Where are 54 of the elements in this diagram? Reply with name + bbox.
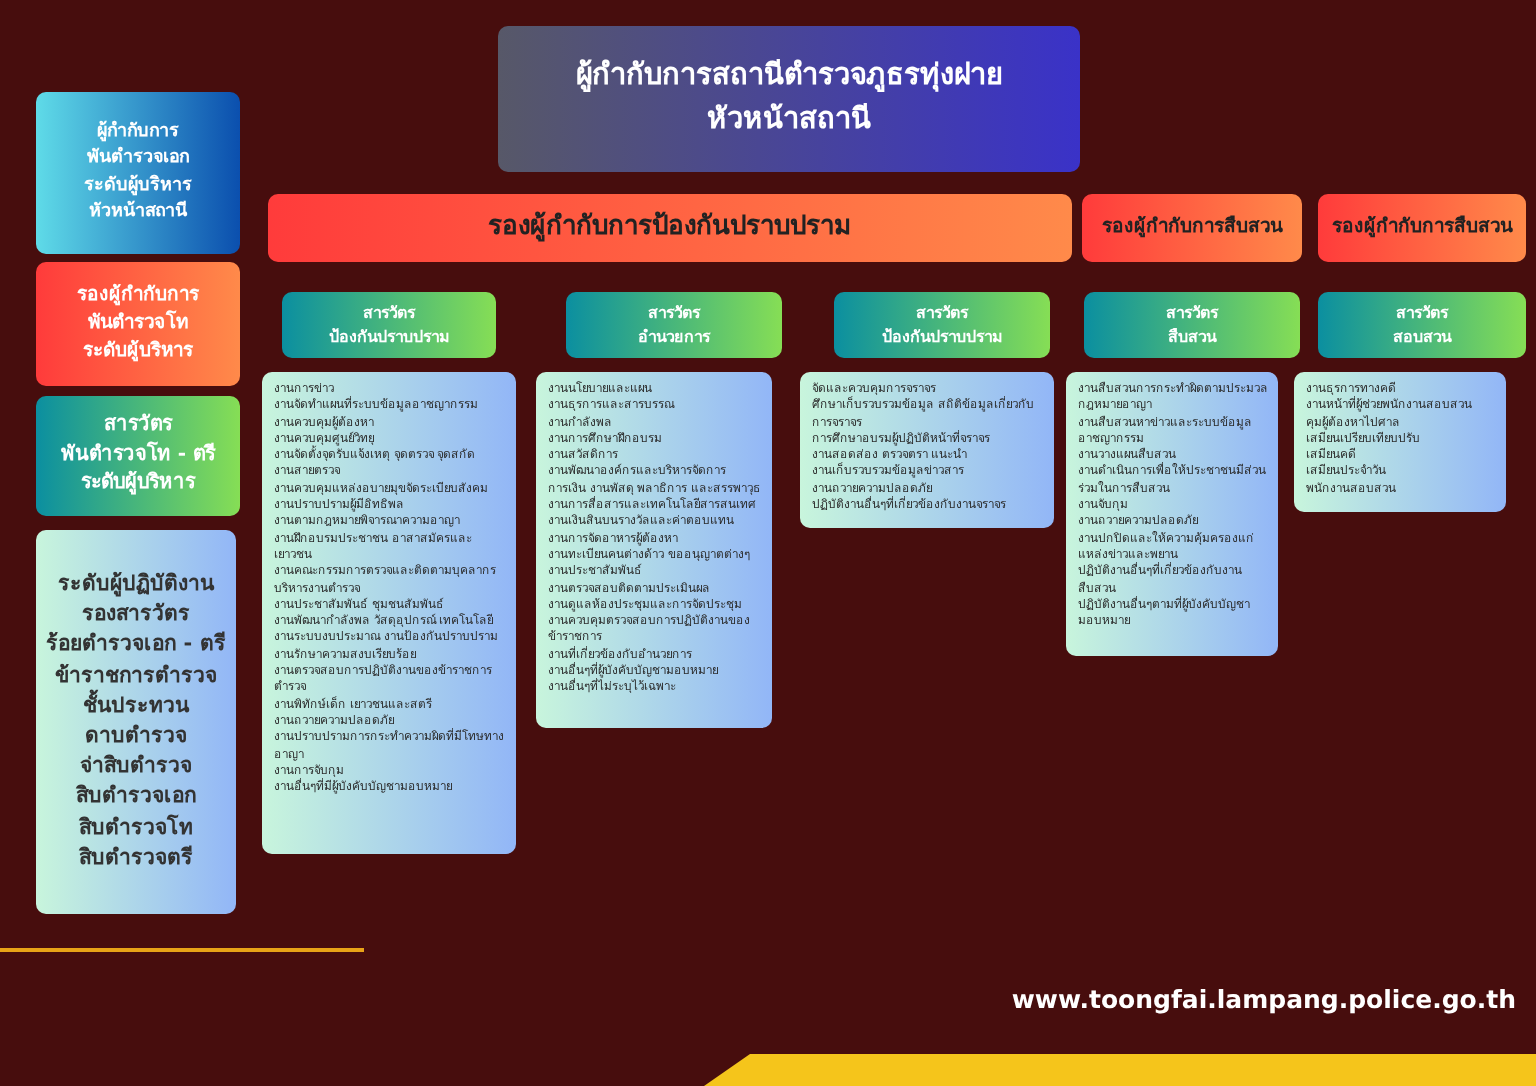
duty-list-card [800, 372, 1054, 528]
position-title: สิบตำรวจเอก [76, 782, 196, 813]
position-title: ดาบตำรวจ [85, 722, 187, 752]
rank-box [36, 262, 240, 386]
website-address: www.toongfai.lampang.police.go.th [1011, 984, 1516, 1014]
deputy-box [1318, 194, 1526, 262]
position-title: หัวหน้าสถานี [89, 199, 187, 226]
position-title: อำนวยการ [638, 325, 710, 349]
position-title: ระดับผู้บริหาร [81, 470, 195, 499]
chief-box [498, 26, 1080, 172]
position-title: รองผู้กำกับการสืบสวน [1102, 214, 1282, 242]
inspector-box [834, 292, 1050, 358]
inspector-box [1318, 292, 1526, 358]
position-title: สืบสวน [1168, 325, 1216, 349]
inspector-box [566, 292, 782, 358]
duty-list-card [1294, 372, 1506, 512]
position-title: สารวัตร [1396, 301, 1448, 325]
inspector-box [282, 292, 496, 358]
position-title: ผู้กำกับการ [97, 120, 179, 146]
duty-list-card [1066, 372, 1278, 656]
deputy-box [1082, 194, 1302, 262]
inspector-box [1084, 292, 1300, 358]
duty-list-card [262, 372, 516, 854]
position-title: ชั้นประทวน [83, 691, 189, 722]
position-title: สอบสวน [1393, 325, 1451, 349]
position-title: ระดับผู้ปฏิบัติงาน [58, 569, 214, 601]
position-title: สารวัตร [916, 301, 968, 325]
position-title: สารวัตร [363, 301, 415, 325]
position-title: ข้าราชการตำรวจ [55, 661, 217, 689]
position-title: รองผู้กำกับการป้องกันปราบปราม [488, 209, 852, 246]
duty-list-card [536, 372, 772, 728]
position-title: สารวัตร [648, 301, 700, 325]
deputy-bar [268, 194, 1072, 262]
position-title: รองผู้กำกับการสืบสวน [1332, 214, 1512, 242]
position-title: หัวหน้าสถานี [707, 101, 871, 139]
position-title: รองผู้กำกับการ [77, 282, 199, 310]
position-title: รองสารวัตร [82, 600, 190, 631]
position-title: สารวัตร [1166, 301, 1218, 325]
rank-box [36, 530, 236, 914]
position-title: ระดับผู้บริหาร [84, 173, 192, 200]
position-title: ป้องกันปราบปราม [329, 325, 449, 349]
position-title: จ่าสิบตำรวจ [80, 752, 192, 783]
position-title: สารวัตร [104, 412, 172, 441]
position-title: ร้อยตำรวจเอก - ตรี [46, 630, 226, 661]
position-title: พันตำรวจโท [88, 310, 188, 338]
position-title: สิบตำรวจโท [79, 813, 193, 844]
position-title: พันตำรวจเอก [87, 146, 189, 173]
position-title: ระดับผู้บริหาร [83, 337, 193, 366]
rank-box [36, 396, 240, 516]
position-title: ผู้กำกับการสถานีตำรวจภูธรทุ่งฝาย [576, 57, 1002, 97]
position-title: พันตำรวจโท - ตรี [60, 441, 216, 470]
position-title: สิบตำรวจตรี [79, 843, 193, 874]
rank-box [36, 92, 240, 254]
position-title: ป้องกันปราบปราม [882, 325, 1002, 349]
